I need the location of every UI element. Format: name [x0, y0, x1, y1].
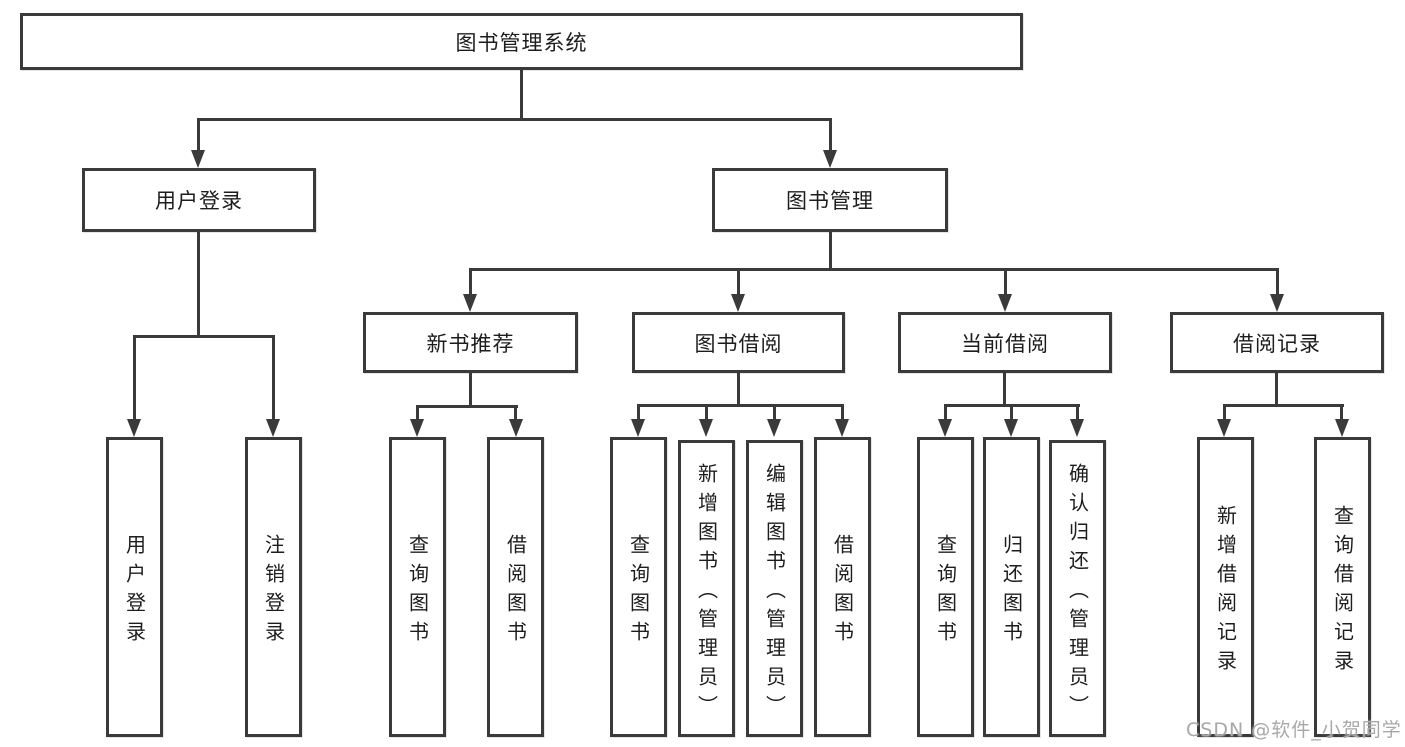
leaf-user-login: 用户登录	[106, 437, 163, 737]
leaf-return-books-label: 归还图书	[999, 533, 1024, 650]
node-user-login-label: 用户登录	[155, 189, 243, 213]
connector-borrowing-drop-2	[705, 404, 708, 421]
arrow-to-leaf-borrow-books-1	[509, 419, 523, 437]
arrow-to-book-management	[823, 150, 837, 168]
connector-records-drop-1	[1223, 404, 1226, 421]
leaf-query-books-2: 查询图书	[610, 437, 667, 737]
connector-borrowing-drop-4	[841, 404, 844, 421]
leaf-user-login-label: 用户登录	[122, 533, 147, 650]
arrow-to-borrowing-records	[1270, 294, 1284, 312]
arrow-to-leaf-logout	[266, 419, 280, 437]
connector-user-login-drop-1	[133, 335, 136, 421]
arrow-to-book-borrowing	[731, 294, 745, 312]
connector-book-mgmt-stem	[829, 232, 832, 270]
leaf-logout: 注销登录	[245, 437, 302, 737]
node-new-book-recommend: 新书推荐	[363, 312, 578, 373]
leaf-borrow-books-1: 借阅图书	[487, 437, 544, 737]
leaf-add-books-admin-label: 新增图书（管理员）	[694, 462, 719, 724]
arrow-to-leaf-query-books-2	[631, 419, 645, 437]
leaf-query-books-3-label: 查询图书	[933, 533, 958, 650]
leaf-edit-books-admin: 编辑图书（管理员）	[746, 440, 803, 737]
connector-user-login-stem	[197, 232, 200, 337]
node-root: 图书管理系统	[20, 13, 1023, 70]
leaf-borrow-books-2: 借阅图书	[814, 437, 871, 737]
connector-borrowing-drop-3	[773, 404, 776, 421]
connector-borrowing-drop-1	[637, 404, 640, 421]
connector-records-crossbar	[1223, 404, 1344, 407]
arrow-to-leaf-return-books	[1004, 419, 1018, 437]
connector-current-drop-1	[944, 404, 947, 421]
leaf-borrow-books-2-label: 借阅图书	[830, 533, 855, 650]
connector-book-mgmt-crossbar	[469, 268, 1279, 271]
leaf-add-books-admin: 新增图书（管理员）	[678, 440, 735, 737]
leaf-confirm-return-admin: 确认归还（管理员）	[1049, 440, 1106, 737]
arrow-to-leaf-query-record	[1335, 419, 1349, 437]
connector-root-crossbar	[197, 118, 832, 121]
connector-records-stem	[1275, 373, 1278, 406]
arrow-to-new-book-recommend	[463, 294, 477, 312]
node-new-book-recommend-label: 新书推荐	[426, 331, 515, 356]
node-root-label: 图书管理系统	[455, 30, 588, 55]
leaf-add-borrow-record: 新增借阅记录	[1197, 437, 1254, 737]
connector-book-mgmt-drop-4	[1276, 268, 1279, 296]
node-borrowing-records-label: 借阅记录	[1233, 331, 1321, 356]
connector-book-mgmt-drop-2	[737, 268, 740, 296]
connector-book-mgmt-drop-1	[469, 268, 472, 296]
node-current-borrowing: 当前借阅	[898, 312, 1112, 373]
node-current-borrowing-label: 当前借阅	[961, 331, 1049, 356]
leaf-logout-label: 注销登录	[261, 533, 286, 650]
leaf-add-borrow-record-label: 新增借阅记录	[1213, 504, 1238, 679]
connector-user-login-drop-2	[272, 335, 275, 421]
leaf-query-books-1-label: 查询图书	[405, 533, 430, 650]
connector-records-drop-2	[1340, 404, 1343, 421]
connector-new-book-crossbar	[416, 405, 518, 408]
connector-root-drop-left	[197, 118, 200, 152]
connector-user-login-crossbar	[133, 335, 275, 338]
connector-borrowing-crossbar	[637, 404, 844, 407]
node-book-management: 图书管理	[712, 168, 948, 232]
arrow-to-leaf-add-record	[1217, 419, 1231, 437]
node-book-borrowing: 图书借阅	[632, 312, 845, 373]
connector-current-drop-3	[1076, 404, 1079, 421]
connector-current-stem	[1003, 373, 1006, 406]
connector-current-drop-2	[1010, 404, 1013, 421]
arrow-to-current-borrowing	[998, 294, 1012, 312]
arrow-to-leaf-edit-books	[767, 419, 781, 437]
connector-root-stem	[520, 70, 523, 120]
leaf-return-books: 归还图书	[983, 437, 1040, 737]
connector-new-book-drop-2	[514, 405, 517, 421]
node-borrowing-records: 借阅记录	[1170, 312, 1384, 373]
arrow-to-user-login	[191, 150, 205, 168]
arrow-to-leaf-user-login	[127, 419, 141, 437]
node-book-management-label: 图书管理	[786, 189, 874, 213]
connector-book-mgmt-drop-3	[1004, 268, 1007, 296]
leaf-query-borrow-record-label: 查询借阅记录	[1330, 504, 1355, 679]
connector-root-drop-right	[829, 118, 832, 152]
leaf-borrow-books-1-label: 借阅图书	[503, 533, 528, 650]
arrow-to-leaf-add-books	[699, 419, 713, 437]
node-user-login: 用户登录	[82, 168, 316, 232]
node-book-borrowing-label: 图书借阅	[694, 331, 783, 356]
leaf-query-borrow-record: 查询借阅记录	[1314, 437, 1371, 737]
arrow-to-leaf-query-books-1	[410, 419, 424, 437]
leaf-query-books-2-label: 查询图书	[626, 533, 651, 650]
leaf-query-books-3: 查询图书	[917, 437, 974, 737]
connector-borrowing-stem	[737, 373, 740, 406]
arrow-to-leaf-query-books-3	[938, 419, 952, 437]
leaf-edit-books-admin-label: 编辑图书（管理员）	[762, 462, 787, 724]
csdn-watermark: CSDN @软件_小贺同学	[1186, 719, 1402, 741]
arrow-to-leaf-borrow-books-2	[835, 419, 849, 437]
connector-new-book-drop-1	[416, 405, 419, 421]
connector-new-book-stem	[469, 373, 472, 407]
arrow-to-leaf-confirm-return	[1070, 419, 1084, 437]
leaf-confirm-return-admin-label: 确认归还（管理员）	[1065, 462, 1090, 724]
leaf-query-books-1: 查询图书	[389, 437, 446, 737]
